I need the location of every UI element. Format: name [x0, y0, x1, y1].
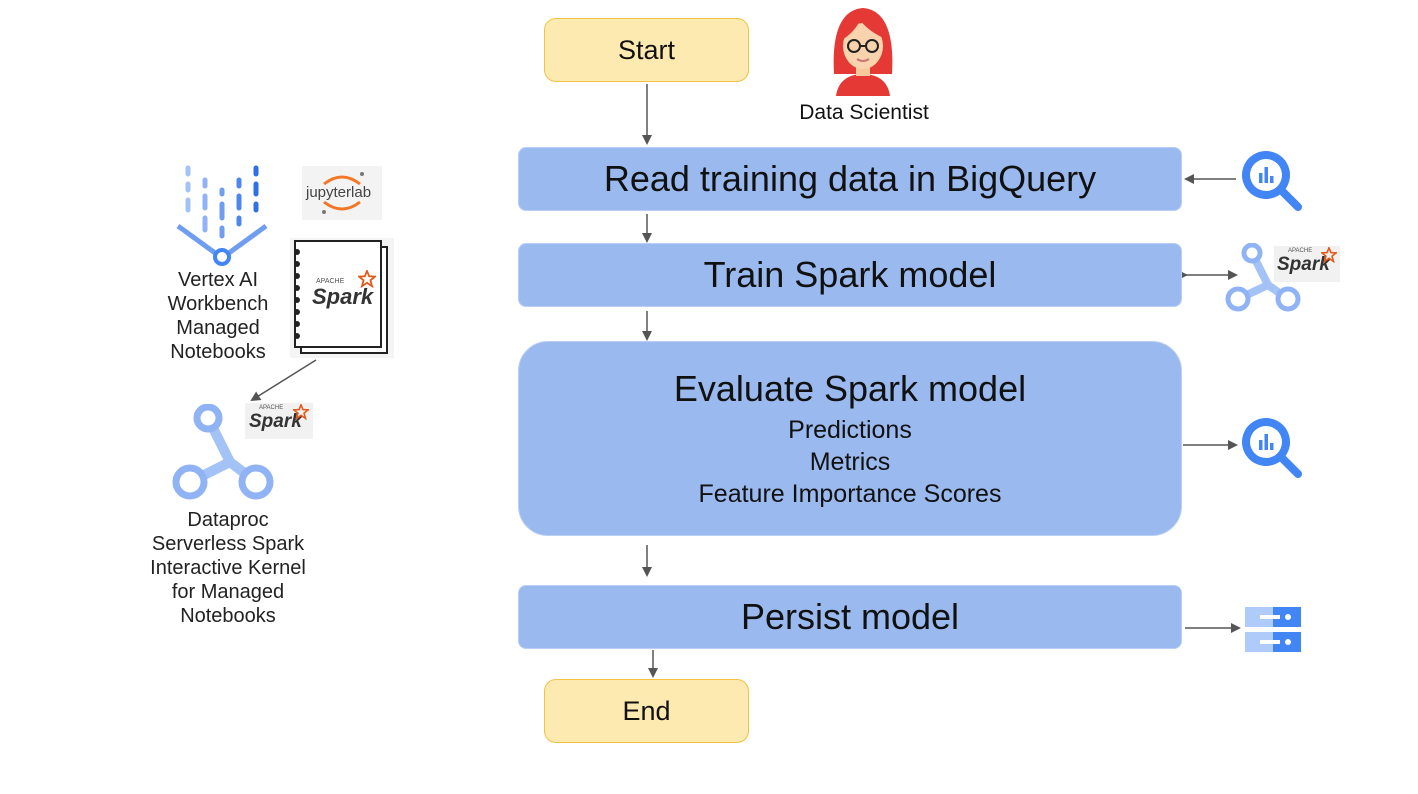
- dataproc-caption-line: Dataproc: [187, 509, 269, 531]
- step-detail-feature-importance: Feature Importance Scores: [698, 479, 1002, 508]
- spark-star-icon: [1321, 247, 1337, 263]
- jupyter-orbit-icon: [322, 172, 364, 214]
- dataproc-caption: Dataproc Serverless Spark Interactive Ke…: [138, 508, 318, 628]
- start-node: Start: [544, 18, 749, 82]
- end-label: End: [622, 695, 671, 726]
- spark-star-icon: [293, 404, 309, 420]
- workbench-caption-line: Managed: [176, 317, 260, 339]
- end-node: End: [544, 679, 749, 743]
- spark-notebook-icon: APACHE Spark: [290, 238, 394, 358]
- step-detail-predictions: Predictions: [788, 415, 912, 444]
- vertex-ai-workbench-icon: [176, 165, 268, 266]
- workbench-caption-line: Notebooks: [170, 341, 266, 363]
- notebook-spiral-icon: [294, 249, 300, 339]
- dataproc-caption-line: Notebooks: [180, 605, 276, 627]
- notebook-front-page: APACHE Spark: [294, 240, 382, 348]
- dataproc-caption-line: Interactive Kernel: [150, 557, 306, 579]
- step-train-spark-model: Train Spark model: [518, 243, 1182, 307]
- spark-badge-right: APACHE Spark: [1274, 246, 1340, 282]
- spark-badge-apache: APACHE: [1288, 248, 1313, 254]
- workbench-caption: Vertex AI Workbench Managed Notebooks: [150, 268, 286, 364]
- spark-badge-apache: APACHE: [259, 405, 284, 411]
- data-scientist-avatar-icon: [833, 8, 893, 96]
- arrow-notebook-to-dataproc: [250, 359, 317, 402]
- cloud-storage-icon: [1245, 607, 1301, 652]
- jupyterlab-logo: jupyterlab: [302, 166, 382, 220]
- spark-badge-left: APACHE Spark: [245, 403, 313, 439]
- spark-logo-apache: APACHE: [316, 278, 345, 285]
- start-label: Start: [617, 34, 676, 65]
- step-label: Persist model: [740, 596, 960, 637]
- bigquery-icon: [1242, 418, 1302, 478]
- step-label: Read training data in BigQuery: [603, 158, 1097, 199]
- bigquery-icon: [1242, 151, 1302, 211]
- spark-badge-text: Spark: [1277, 254, 1330, 275]
- actor-label: Data Scientist: [799, 101, 929, 124]
- spark-logo-text: Spark: [312, 284, 374, 309]
- dataproc-caption-line: Serverless Spark: [151, 533, 305, 555]
- spark-star-icon: [358, 270, 376, 288]
- workbench-caption-line: Vertex AI: [177, 269, 259, 291]
- jupyterlab-text: jupyterlab: [306, 184, 372, 201]
- step-detail-metrics: Metrics: [809, 447, 891, 476]
- workbench-caption-line: Workbench: [167, 293, 269, 315]
- step-persist-model: Persist model: [518, 585, 1182, 649]
- dataproc-caption-line: for Managed: [171, 581, 285, 603]
- step-label: Evaluate Spark model: [673, 367, 1027, 409]
- step-read-training-data: Read training data in BigQuery: [518, 147, 1182, 211]
- step-evaluate-spark-model: Evaluate Spark model Predictions Metrics…: [518, 341, 1182, 536]
- dataproc-spark-icon: [1225, 243, 1301, 312]
- spark-badge-text: Spark: [249, 411, 302, 432]
- dataproc-icon: [172, 404, 274, 500]
- step-label: Train Spark model: [703, 254, 997, 295]
